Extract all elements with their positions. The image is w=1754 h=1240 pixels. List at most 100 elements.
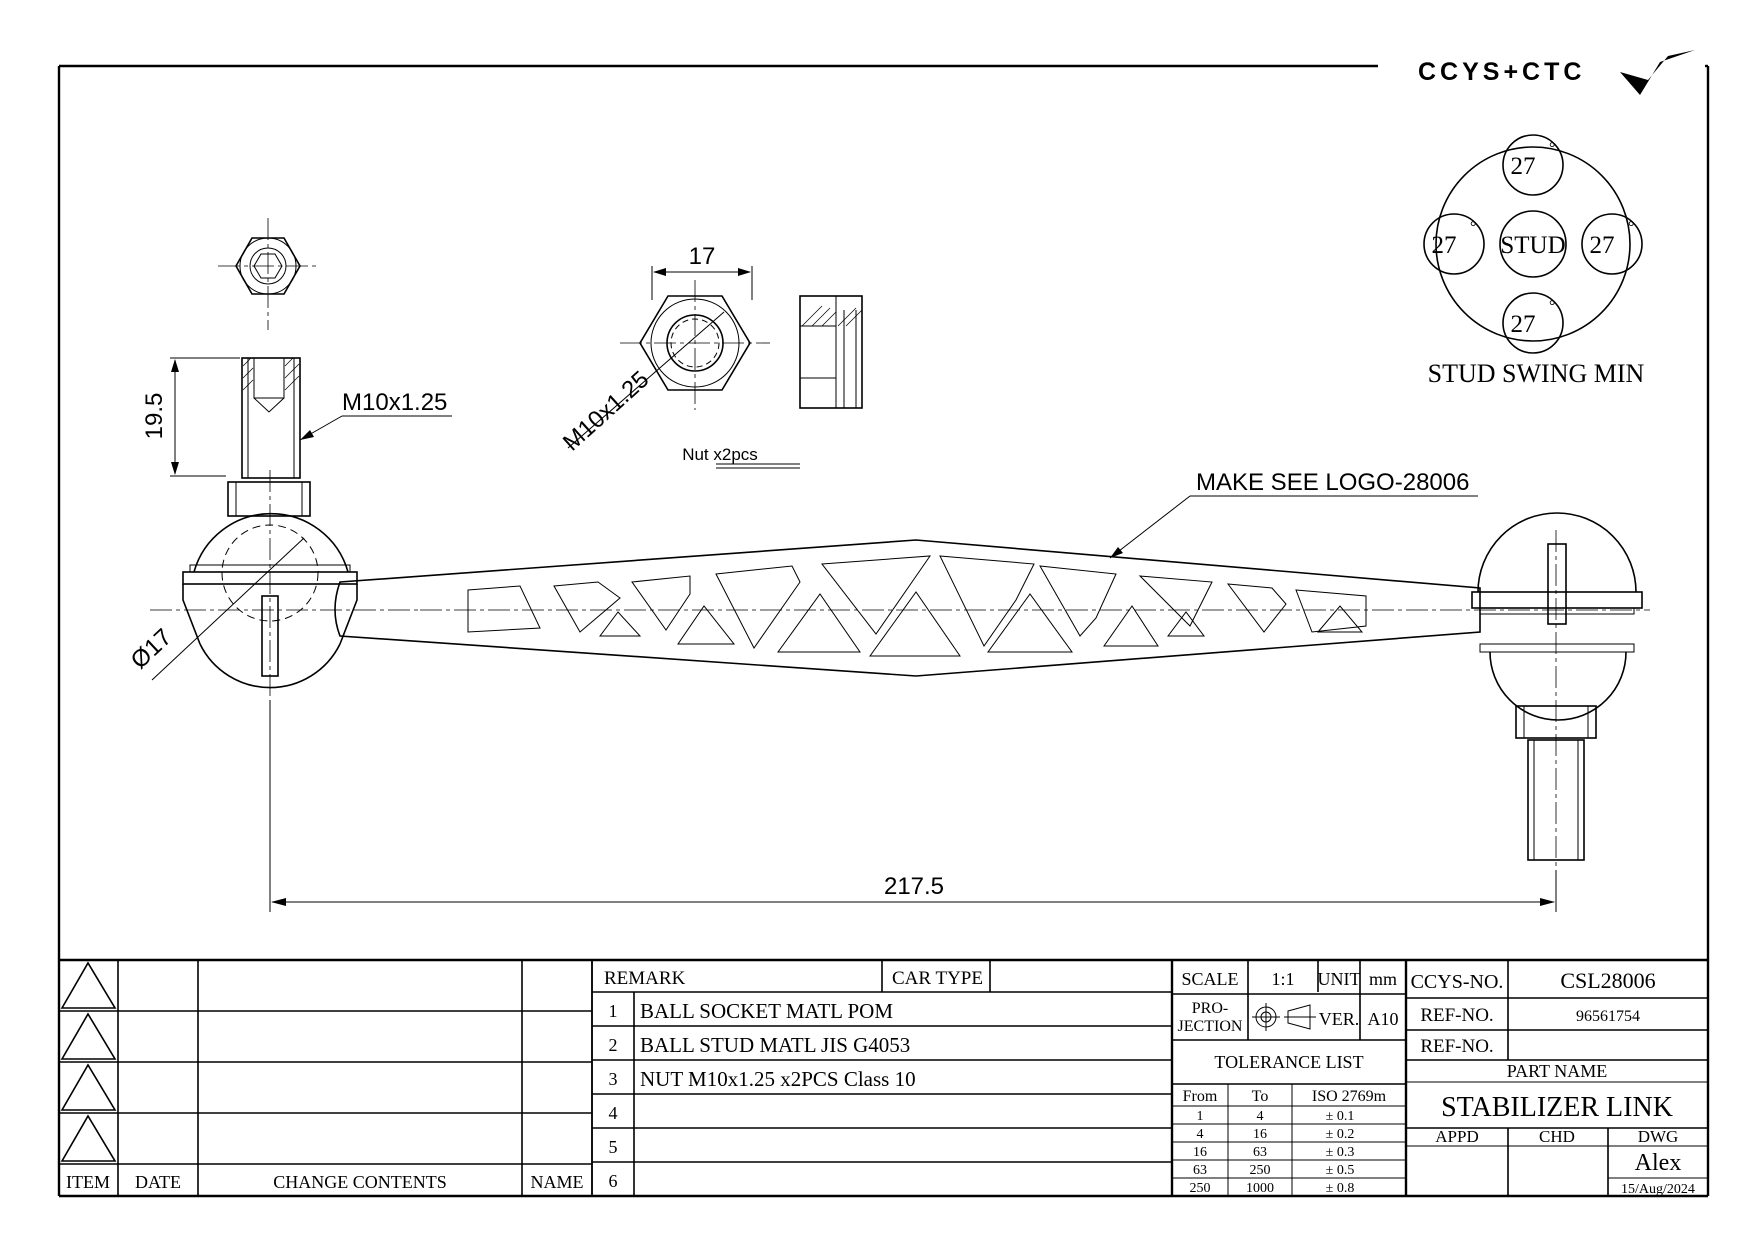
title-block: ITEM DATE CHANGE CONTENTS NAME REMARK CA…	[59, 958, 1708, 1197]
socket-hatch	[242, 357, 300, 391]
unit-label: UNIT	[1318, 969, 1361, 989]
tol-to: 63	[1253, 1145, 1267, 1160]
left-ball-joint	[150, 357, 420, 700]
tol-to: 1000	[1246, 1181, 1274, 1196]
ref-no-label: REF-NO.	[1420, 1036, 1493, 1057]
remarks-table: REMARK CAR TYPE 1 BALL SOCKET MATL POM 2…	[591, 960, 1172, 1196]
revision-triangle-icon	[60, 1012, 117, 1060]
swing-angle-top: 27	[1511, 153, 1536, 180]
remark-rows: 1 BALL SOCKET MATL POM 2 BALL STUD MATL …	[609, 999, 916, 1191]
stud-swing-title: STUD SWING MIN	[1428, 359, 1645, 388]
ccys-no-value: CSL28006	[1560, 968, 1655, 993]
logo-text: CCYS+CTC	[1418, 58, 1585, 86]
stud-swing-diagram: STUD 27 27 27 27 ° ° ° ° STUD SWING MIN	[1423, 134, 1645, 388]
tol-col-from: From	[1183, 1088, 1218, 1105]
tol-value: ± 0.3	[1326, 1145, 1355, 1160]
col-date: DATE	[135, 1172, 181, 1192]
degree-mark: °	[1470, 219, 1476, 236]
nut-width-dim: 17	[689, 243, 716, 270]
tol-value: ± 0.5	[1326, 1163, 1355, 1178]
ball-diameter-dim: Ø17	[126, 624, 178, 675]
drawing-border	[57, 64, 1710, 1198]
right-ball-joint	[1471, 512, 1643, 900]
part-name: STABILIZER LINK	[1441, 1092, 1673, 1123]
link-bar	[334, 539, 1650, 677]
swing-angle-right: 27	[1590, 232, 1615, 259]
remark-num: 3	[609, 1069, 618, 1089]
revision-triangle-icon	[60, 1063, 117, 1111]
nut-section-hatch	[801, 305, 863, 327]
projection-label: JECTION	[1178, 1018, 1243, 1035]
third-angle-projection-icon	[1252, 1003, 1316, 1031]
col-change-contents: CHANGE CONTENTS	[273, 1172, 447, 1192]
stud-top-view	[218, 218, 318, 330]
car-type-label: CAR TYPE	[892, 968, 983, 989]
remark-label: REMARK	[604, 968, 686, 989]
remark-num: 6	[609, 1171, 618, 1191]
tol-to: 4	[1257, 1109, 1264, 1124]
tol-from: 16	[1193, 1145, 1207, 1160]
tol-value: ± 0.8	[1326, 1181, 1355, 1196]
overall-length-dim: 217.5	[884, 873, 944, 900]
tol-to: 16	[1253, 1127, 1267, 1142]
tol-value: ± 0.1	[1326, 1109, 1355, 1124]
remark-text: NUT M10x1.25 x2PCS Class 10	[640, 1067, 916, 1091]
col-item: ITEM	[66, 1172, 110, 1192]
projection-label: PRO-	[1192, 1000, 1228, 1017]
nut-thread-dim: M10x1.25	[558, 366, 654, 457]
swing-angle-left: 27	[1432, 232, 1457, 259]
nut-front-view	[620, 280, 770, 410]
tolerance-title: TOLERANCE LIST	[1214, 1052, 1363, 1072]
remark-num: 1	[609, 1001, 618, 1021]
tol-from: 1	[1197, 1109, 1204, 1124]
remark-text: BALL SOCKET MATL POM	[640, 999, 893, 1023]
remark-num: 5	[609, 1137, 618, 1157]
dwg-label: DWG	[1638, 1127, 1679, 1146]
dimension-annotations: 19.5 M10x1.25 Ø17 17 M10x1.25 Nut x2pcs …	[126, 243, 1557, 912]
thread-callout: M10x1.25	[342, 389, 447, 416]
drawing-date: 15/Aug/2024	[1621, 1182, 1695, 1197]
drawn-by: Alex	[1635, 1150, 1682, 1176]
chd-label: CHD	[1539, 1127, 1575, 1146]
scale-label: SCALE	[1181, 969, 1238, 989]
degree-mark: °	[1549, 140, 1555, 157]
ref-no-value: 96561754	[1576, 1008, 1640, 1025]
remark-text: BALL STUD MATL JIS G4053	[640, 1033, 910, 1057]
thread-length-dim: 19.5	[141, 393, 168, 440]
tol-col-iso: ISO 2769m	[1312, 1088, 1387, 1105]
version-value: A10	[1368, 1009, 1399, 1029]
degree-mark: °	[1549, 298, 1555, 315]
ref-no-label: REF-NO.	[1420, 1005, 1493, 1026]
company-logo: CCYS+CTC	[1418, 50, 1695, 95]
degree-mark: °	[1628, 219, 1634, 236]
revision-triangle-icon	[60, 1114, 117, 1162]
logo-note: MAKE SEE LOGO-28006	[1196, 469, 1469, 496]
revision-table: ITEM DATE CHANGE CONTENTS NAME	[59, 960, 593, 1196]
stud-label: STUD	[1500, 232, 1565, 259]
ccys-no-label: CCYS-NO.	[1411, 971, 1504, 993]
part-name-label: PART NAME	[1507, 1061, 1607, 1081]
swing-angle-bottom: 27	[1511, 311, 1536, 338]
tol-from: 63	[1193, 1163, 1207, 1178]
scale-value: 1:1	[1271, 969, 1294, 989]
tol-col-to: To	[1252, 1088, 1269, 1105]
tol-from: 250	[1190, 1181, 1211, 1196]
remark-num: 2	[609, 1035, 618, 1055]
logo-emblem-icon	[1620, 50, 1695, 95]
tolerance-rows: 1 4 ± 0.1 4 16 ± 0.2 16 63 ± 0.3 63 250 …	[1190, 1109, 1355, 1196]
bar-cutouts	[467, 555, 1367, 657]
appd-label: APPD	[1435, 1127, 1478, 1146]
col-name: NAME	[531, 1172, 584, 1192]
tol-to: 250	[1250, 1163, 1271, 1178]
part-info-table: CCYS-NO. CSL28006 REF-NO. 96561754 REF-N…	[1404, 960, 1708, 1197]
revision-triangle-icon	[60, 961, 117, 1009]
tol-from: 4	[1197, 1127, 1204, 1142]
nut-side-view	[799, 295, 863, 409]
remark-num: 4	[609, 1103, 618, 1123]
unit-value: mm	[1369, 969, 1397, 989]
spec-table: SCALE 1:1 UNIT mm PRO- JECTION VER. A10 …	[1170, 960, 1407, 1196]
nut-quantity-note: Nut x2pcs	[682, 445, 758, 464]
tol-value: ± 0.2	[1326, 1127, 1355, 1142]
version-label: VER.	[1319, 1009, 1360, 1029]
